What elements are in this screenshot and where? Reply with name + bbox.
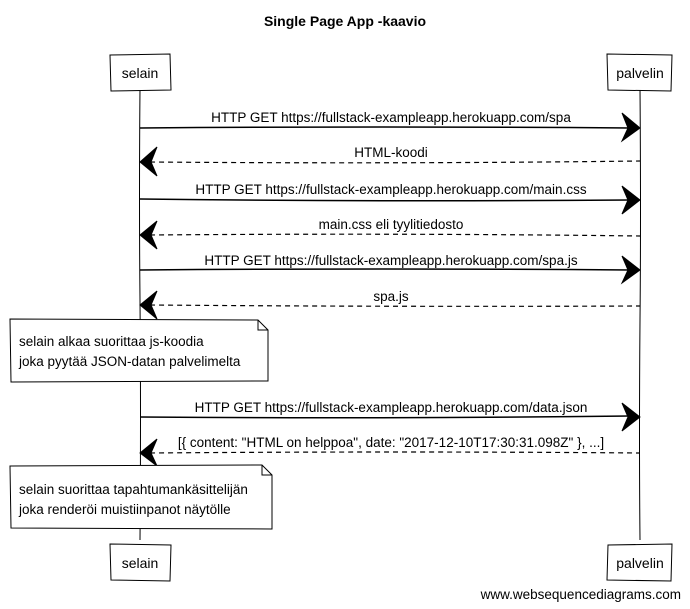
actor-selain-top-label: selain xyxy=(122,65,159,81)
arrowhead-right-icon xyxy=(620,255,641,285)
message-3-label: HTTP GET https://fullstack-exampleapp.he… xyxy=(195,182,586,197)
note-fold-icon xyxy=(257,320,268,331)
message-5-label: HTTP GET https://fullstack-exampleapp.he… xyxy=(204,253,577,268)
message-7-label: HTTP GET https://fullstack-exampleapp.he… xyxy=(195,400,588,415)
arrowhead-left-icon xyxy=(139,290,158,320)
message-2: HTML-koodi xyxy=(139,145,641,177)
note-2-line-1: selain suorittaa tapahtumankäsittelijän xyxy=(19,482,248,497)
message-1: HTTP GET https://fullstack-exampleapp.he… xyxy=(139,110,641,143)
note-1-line-1: selain alkaa suorittaa js-koodia xyxy=(19,334,204,349)
arrowhead-right-icon xyxy=(620,112,641,143)
message-8-label: [{ content: "HTML on helppoa", date: "20… xyxy=(178,435,604,450)
note-fold-icon xyxy=(261,465,272,476)
note-2: selain suorittaa tapahtumankäsittelijän … xyxy=(9,464,273,530)
lifeline-palvelin xyxy=(639,87,641,541)
actor-palvelin-bottom: palvelin xyxy=(606,543,673,582)
actor-palvelin-bottom-label: palvelin xyxy=(616,555,663,571)
arrowhead-right-icon xyxy=(621,185,641,215)
message-2-label: HTML-koodi xyxy=(354,145,428,160)
actor-selain-top: selain xyxy=(109,53,172,92)
note-1-line-2: joka pyytää JSON-datan palvelimelta xyxy=(18,354,241,369)
message-6: spa.js xyxy=(139,289,641,320)
message-7: HTTP GET https://fullstack-exampleapp.he… xyxy=(139,400,641,432)
note-1: selain alkaa suorittaa js-koodia joka py… xyxy=(9,318,269,383)
arrowhead-left-icon xyxy=(139,146,158,177)
message-4: main.css eli tyylitiedosto xyxy=(139,217,641,250)
message-3: HTTP GET https://fullstack-exampleapp.he… xyxy=(139,182,641,215)
footer-credit: www.websequencediagrams.com xyxy=(480,587,681,602)
actor-selain-bottom: selain xyxy=(109,543,172,582)
message-6-label: spa.js xyxy=(373,289,409,304)
message-8: [{ content: "HTML on helppoa", date: "20… xyxy=(139,435,641,467)
actor-palvelin-top: palvelin xyxy=(606,53,673,92)
actor-selain-bottom-label: selain xyxy=(122,555,159,571)
arrowhead-right-icon xyxy=(621,402,641,432)
arrowhead-left-icon xyxy=(139,220,158,250)
actor-palvelin-top-label: palvelin xyxy=(616,65,663,81)
message-5: HTTP GET https://fullstack-exampleapp.he… xyxy=(139,253,641,285)
diagram-title: Single Page App -kaavio xyxy=(264,13,426,29)
note-2-line-2: joka renderöi muistiinpanot näytölle xyxy=(18,502,231,517)
message-1-label: HTTP GET https://fullstack-exampleapp.he… xyxy=(211,110,571,125)
message-4-label: main.css eli tyylitiedosto xyxy=(319,217,464,232)
